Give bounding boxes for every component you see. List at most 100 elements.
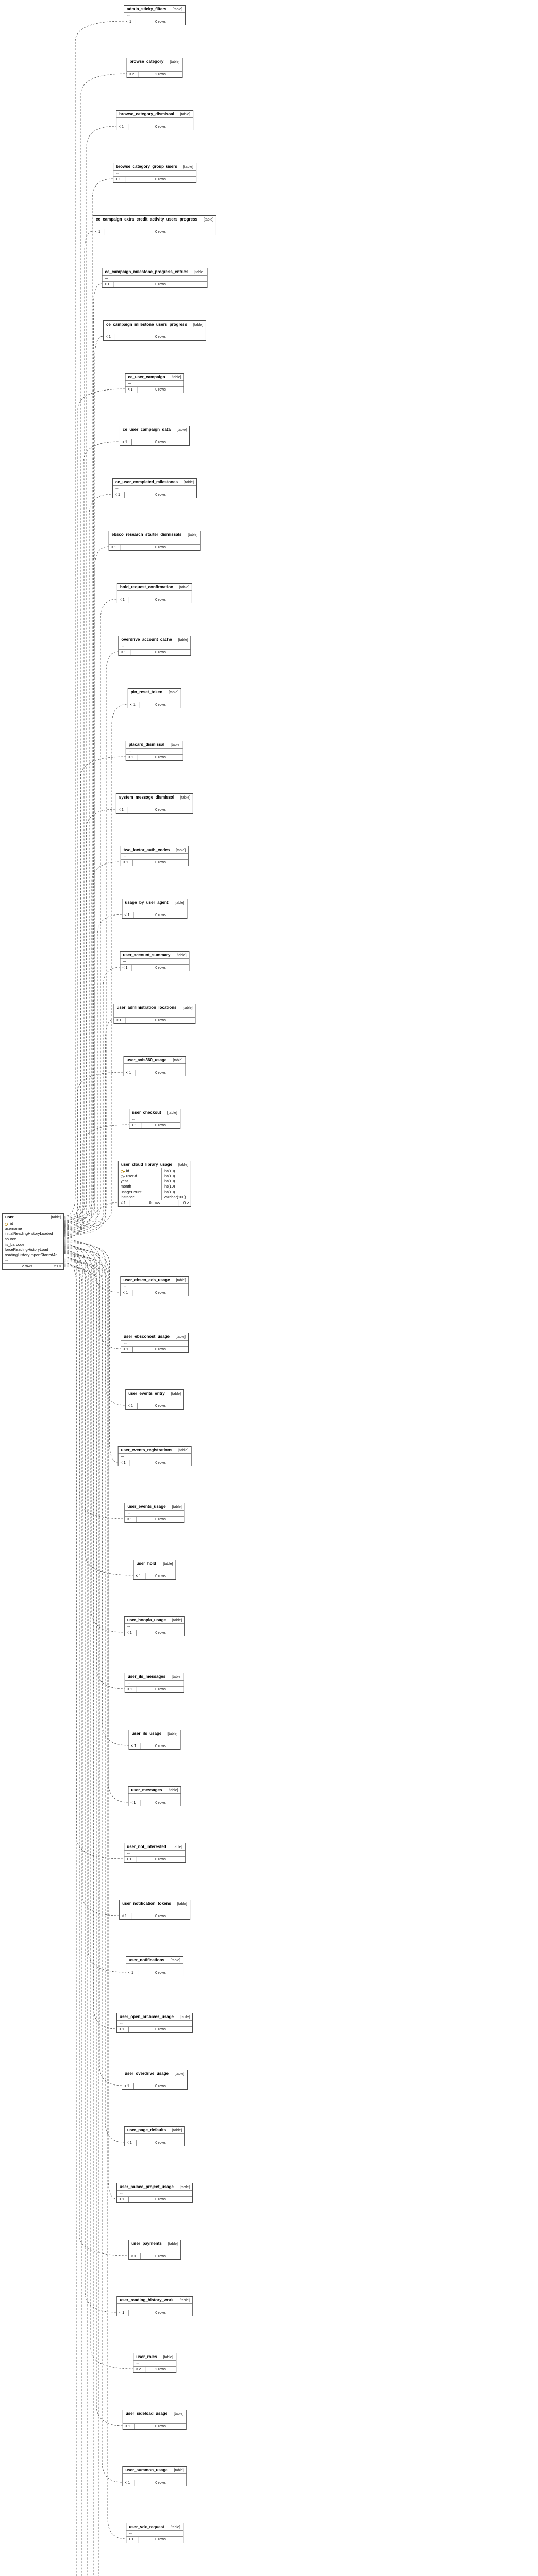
- relationship-edge: [63, 967, 120, 1235]
- table-type-badge: [table]: [178, 1163, 189, 1167]
- relationship-edge: [63, 1250, 120, 1916]
- table-type-badge: [table]: [167, 1111, 177, 1115]
- table-node-browse_category_group_users[interactable]: browse_category_group_users[table]...< 1…: [113, 163, 196, 183]
- table-node-ebsco_research_starter_dismissals[interactable]: ebsco_research_starter_dismissals[table]…: [108, 531, 201, 551]
- row-count: 0 rows: [155, 20, 166, 24]
- table-type-badge: [table]: [168, 1789, 178, 1792]
- table-name: ce_campaign_extra_credit_activity_users_…: [95, 217, 197, 222]
- table-type-badge: [table]: [180, 796, 191, 800]
- column-name: username: [5, 1226, 22, 1231]
- table-header: user_roles[table]: [133, 2353, 176, 2361]
- row-count: 0 rows: [155, 230, 166, 234]
- table-node-ce_campaign_milestone_progress_entries[interactable]: ce_campaign_milestone_progress_entries[t…: [102, 268, 208, 289]
- table-type-badge: [table]: [194, 270, 205, 274]
- row-count: 0 rows: [155, 966, 166, 970]
- table-name: user_summon_usage: [125, 2468, 168, 2472]
- table-name: system_message_dismissal: [119, 795, 175, 800]
- column-name: usageCount: [120, 1189, 142, 1194]
- table-type-badge: [table]: [179, 2185, 190, 2189]
- incoming-count: < 1: [120, 965, 132, 971]
- elided-columns: ...: [131, 1738, 135, 1741]
- table-header: user_ebscohost_usage[table]: [121, 1333, 189, 1341]
- elided-columns: ...: [128, 749, 132, 753]
- column-type: int(10): [161, 1168, 191, 1174]
- table-type-badge: [table]: [163, 1562, 173, 1566]
- table-header: user_ils_messages[table]: [125, 1673, 184, 1681]
- table-type-badge: [table]: [175, 1335, 186, 1339]
- elided-columns: ...: [129, 2531, 132, 2535]
- row-count: 0 rows: [155, 546, 166, 550]
- relationship-edge: [63, 494, 113, 1226]
- table-type-badge: [table]: [170, 2526, 180, 2529]
- relationship-edge: [63, 1261, 126, 2539]
- key-icon: [5, 1222, 9, 1226]
- table-name: browse_category: [129, 59, 164, 64]
- relationship-edge: [63, 756, 126, 1231]
- elided-columns: ...: [128, 1398, 131, 1401]
- row-count: 0 rows: [155, 1461, 166, 1465]
- row-count: 0 rows: [155, 598, 166, 602]
- table-node-ce_user_completed_milestones[interactable]: ce_user_completed_milestones[table]...< …: [112, 478, 197, 499]
- table-name: user_account_summary: [123, 953, 171, 957]
- table-header: browse_category_dismissal[table]: [116, 111, 193, 118]
- table-type-badge: [table]: [193, 323, 204, 327]
- table-node-user_administration_locations[interactable]: user_administration_locations[table]...<…: [113, 1004, 196, 1024]
- elided-columns: ...: [129, 1964, 132, 1968]
- table-node-ce_campaign_extra_credit_activity_users_progress[interactable]: ce_campaign_extra_credit_activity_users_…: [92, 215, 217, 236]
- table-header: user_cloud_library_usage[table]: [118, 1161, 191, 1168]
- table-name: ce_user_campaign: [128, 375, 165, 379]
- relationship-edge: [63, 1247, 129, 1746]
- table-header: ebsco_research_starter_dismissals[table]: [109, 531, 200, 538]
- table-type-badge: [table]: [176, 428, 187, 432]
- table-node-ce_campaign_milestone_users_progress[interactable]: ce_campaign_milestone_users_progress[tab…: [103, 320, 207, 341]
